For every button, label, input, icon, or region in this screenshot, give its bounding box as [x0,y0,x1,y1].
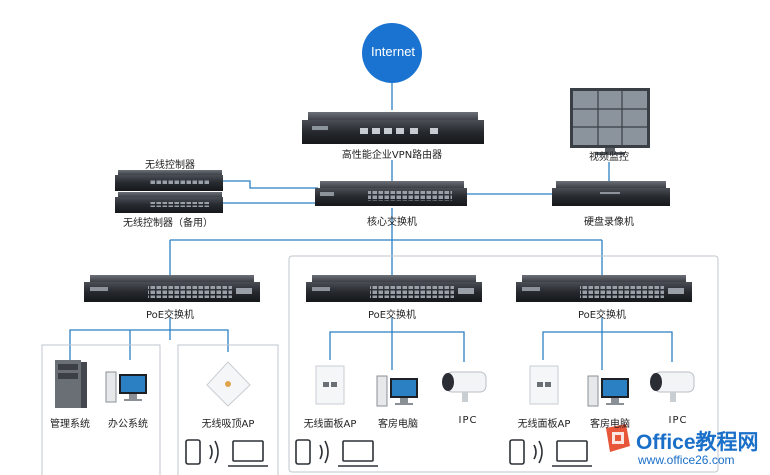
laptop-icon [552,440,592,467]
office-logo-icon [606,424,630,452]
wifi-icon [209,440,219,464]
phone-icon [295,439,311,465]
guest-pc-label: 客房电脑 [590,419,630,430]
wifi-icon [533,440,543,464]
panel-ap-icon [529,365,559,405]
right-group-box [288,255,719,473]
internet-label: Internet [370,44,416,59]
nvr-label: 硬盘录像机 [584,217,634,228]
video-monitor-device [570,88,650,155]
poe-switch-right-device [516,275,692,302]
poe-switch-right-label: PoE交换机 [577,310,627,321]
ceiling-ap-icon [206,361,251,407]
ceiling-ap-label: 无线吸顶AP [201,419,255,430]
server-tower-icon [55,360,87,408]
vpn-router-device [302,112,484,144]
guest-pc-icon [376,375,418,407]
wireless-controller-backup-label: 无线控制器（备用） [123,218,213,229]
watermark-url: www.office26.com [638,453,735,467]
video-monitor-label: 视频监控 [589,152,629,163]
guest-pc-icon [587,375,629,407]
laptop-icon [228,440,268,467]
wireless-controller-device [115,170,223,191]
left-group-box [41,344,161,475]
office-system-label: 办公系统 [108,419,148,430]
nvr-device [552,181,670,206]
phone-icon [509,439,525,465]
panel-ap-label: 无线面板AP [517,419,571,430]
ipc-label: IPC [668,415,688,426]
watermark: Office教程网 www.office26.com [598,422,768,474]
guest-pc-label: 客房电脑 [378,419,418,430]
vpn-router-label: 高性能企业VPN路由器 [341,150,443,161]
watermark-title: Office教程网 [636,431,759,454]
panel-ap-label: 无线面板AP [303,419,357,430]
core-switch-label: 核心交换机 [367,217,417,228]
ipc-camera-icon [442,371,487,402]
link-poe-right-down [542,318,603,360]
panel-ap-icon [315,365,345,405]
core-switch-device [315,181,467,206]
link-poe-mid-down [329,318,393,360]
wireless-controller-backup-device [115,192,223,213]
poe-switch-left-label: PoE交换机 [145,310,195,321]
laptop-icon [338,440,378,467]
poe-switch-mid-label: PoE交换机 [367,310,417,321]
ipc-camera-icon [650,371,695,402]
ceiling-ap-group-box [177,344,279,475]
link-poe-left-down [69,318,171,360]
office-pc-icon [105,371,147,403]
link-controller-core [220,180,318,189]
phone-icon [185,439,201,465]
poe-switch-left-device [84,275,260,302]
wifi-icon [319,440,329,464]
internet-globe [362,23,422,83]
mgmt-system-label: 管理系统 [50,419,90,430]
poe-switch-mid-device [306,275,482,302]
ipc-label: IPC [458,415,478,426]
wireless-controller-label: 无线控制器 [145,160,195,171]
group-boxes [41,255,719,475]
